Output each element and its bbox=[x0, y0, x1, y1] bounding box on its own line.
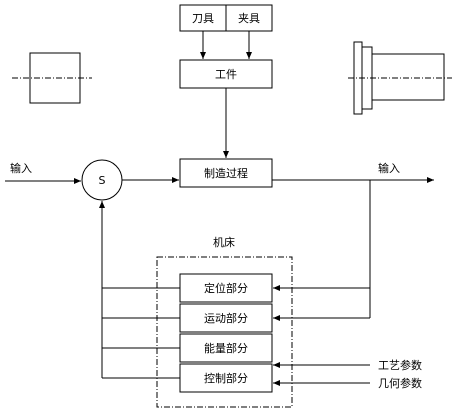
motion-label: 运动部分 bbox=[204, 311, 248, 325]
process-params-label: 工艺参数 bbox=[378, 358, 422, 372]
machined-part-sketch-icon bbox=[348, 41, 452, 115]
motion-box bbox=[179, 303, 273, 333]
control-box bbox=[179, 363, 273, 393]
control-label: 控制部分 bbox=[204, 371, 248, 385]
energy-label: 能量部分 bbox=[204, 341, 248, 355]
fixture-label: 夹具 bbox=[238, 12, 260, 25]
input-right-label: 输入 bbox=[378, 161, 400, 175]
machine-tool-group bbox=[156, 256, 293, 408]
machine-tool-label: 机床 bbox=[213, 235, 235, 249]
fixture-box bbox=[225, 4, 273, 32]
summing-junction-label: S bbox=[99, 174, 106, 187]
tool-box bbox=[179, 4, 227, 32]
energy-box bbox=[179, 333, 273, 363]
geometry-params-label: 几何参数 bbox=[378, 376, 422, 390]
workpiece-label: 工件 bbox=[215, 68, 237, 81]
input-left-label: 输入 bbox=[10, 161, 32, 175]
process-label: 制造过程 bbox=[204, 166, 248, 180]
workpiece-box bbox=[179, 59, 273, 89]
process-box bbox=[179, 158, 273, 188]
output-feedback-lines bbox=[273, 180, 371, 321]
workpiece-sketch-icon bbox=[12, 52, 92, 104]
positioning-label: 定位部分 bbox=[204, 281, 248, 295]
positioning-box bbox=[179, 273, 273, 303]
tool-label: 刀具 bbox=[192, 12, 214, 25]
feedback-lines bbox=[99, 201, 180, 379]
